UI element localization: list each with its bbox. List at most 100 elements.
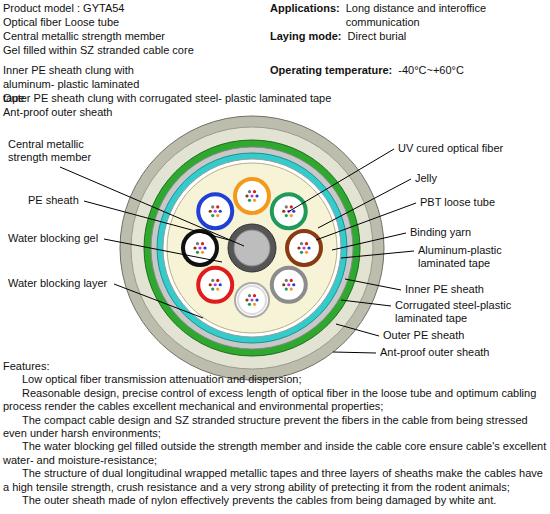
callout-label: Outer PE sheath bbox=[383, 329, 464, 342]
optical-fiber bbox=[282, 283, 285, 286]
spec-line: Product model : GYTA54 bbox=[3, 1, 124, 15]
optical-fiber bbox=[196, 251, 199, 254]
optical-fiber bbox=[219, 210, 222, 213]
optical-fiber bbox=[305, 242, 308, 245]
features-list: Features:Low optical fiber transmission … bbox=[3, 360, 547, 507]
callout-label: Corrugated steel-plastic laminated tape bbox=[395, 299, 525, 325]
optical-fiber bbox=[214, 210, 217, 213]
optical-fiber bbox=[305, 251, 308, 254]
leader-line bbox=[104, 239, 222, 262]
optical-fiber bbox=[302, 246, 305, 249]
callout-label: PBT loose tube bbox=[420, 196, 495, 209]
optical-fiber bbox=[248, 190, 251, 193]
optical-fiber bbox=[285, 279, 288, 282]
optical-fiber bbox=[216, 214, 219, 217]
pbt-loose-tube bbox=[235, 283, 269, 317]
spec-heading: Operating temperature: bbox=[270, 63, 392, 77]
optical-fiber bbox=[193, 246, 196, 249]
optical-fiber bbox=[290, 205, 293, 208]
leader-line bbox=[341, 251, 414, 258]
pbt-loose-tube bbox=[198, 194, 232, 228]
leader-line bbox=[332, 233, 406, 250]
optical-fiber bbox=[287, 283, 290, 286]
optical-fiber bbox=[250, 194, 253, 197]
spec-value: Direct burial bbox=[348, 29, 407, 43]
callout-label: Central metallic strength member bbox=[8, 138, 118, 164]
optical-fiber bbox=[201, 251, 204, 254]
optical-fiber bbox=[290, 214, 293, 217]
optical-fiber bbox=[216, 287, 219, 290]
optical-fiber bbox=[253, 294, 256, 297]
callout-label: Jelly bbox=[415, 172, 437, 185]
ant-proof-sheath bbox=[120, 116, 384, 380]
optical-fiber bbox=[285, 214, 288, 217]
optical-fiber bbox=[216, 279, 219, 282]
outer-pe-sheath bbox=[131, 127, 373, 369]
optical-fiber bbox=[211, 214, 214, 217]
optical-fiber bbox=[292, 283, 295, 286]
spec-line: Central metallic strength member bbox=[3, 29, 165, 43]
spec-value: Long distance and interoffice communicat… bbox=[346, 1, 526, 29]
optical-fiber bbox=[300, 251, 303, 254]
optical-fiber bbox=[216, 205, 219, 208]
strength-member bbox=[228, 224, 276, 272]
feature-item: Low optical fiber transmission attenuati… bbox=[3, 373, 547, 386]
optical-fiber bbox=[209, 283, 212, 286]
optical-fiber bbox=[285, 287, 288, 290]
callout-label: PE sheath bbox=[28, 194, 79, 207]
optical-fiber bbox=[203, 246, 206, 249]
leader-line bbox=[84, 201, 229, 240]
optical-fiber bbox=[248, 199, 251, 202]
callout-label: Ant-proof outer sheath bbox=[380, 346, 489, 359]
corrugated-steel-tape bbox=[144, 140, 360, 356]
optical-fiber bbox=[300, 242, 303, 245]
spec-line: Outer PE sheath clung with corrugated st… bbox=[3, 91, 331, 105]
aluminum-tape bbox=[157, 153, 347, 343]
feature-item: The outer sheath made of nylon effective… bbox=[3, 494, 547, 507]
optical-fiber bbox=[297, 246, 300, 249]
optical-fiber bbox=[211, 205, 214, 208]
water-blocking-layer bbox=[163, 159, 341, 337]
optical-fiber bbox=[248, 303, 251, 306]
optical-fiber bbox=[211, 287, 214, 290]
leader-line bbox=[333, 352, 376, 353]
optical-fiber bbox=[201, 242, 204, 245]
pbt-loose-tube-inner bbox=[238, 286, 266, 314]
spec-line: Optical fiber Loose tube bbox=[3, 15, 119, 29]
leader-lines bbox=[60, 149, 416, 353]
spec-line: Ant-proof outer sheath bbox=[3, 105, 112, 119]
leader-line bbox=[318, 179, 411, 228]
loose-tubes bbox=[183, 179, 321, 317]
optical-fiber bbox=[211, 279, 214, 282]
inner-pe-sheath bbox=[151, 147, 353, 349]
optical-fiber bbox=[209, 210, 212, 213]
callout-label: Water blocking layer bbox=[8, 277, 107, 290]
optical-fiber bbox=[196, 242, 199, 245]
optical-fiber bbox=[245, 194, 248, 197]
optical-fiber bbox=[253, 199, 256, 202]
cable-layers bbox=[120, 116, 384, 380]
optical-fiber bbox=[253, 190, 256, 193]
optical-fiber bbox=[198, 246, 201, 249]
optical-fiber bbox=[290, 279, 293, 282]
feature-item: The structure of dual longitudinal wrapp… bbox=[3, 467, 547, 494]
feature-item: The compact cable design and SZ stranded… bbox=[3, 414, 547, 441]
optical-fiber bbox=[219, 283, 222, 286]
optical-fiber bbox=[282, 210, 285, 213]
callout-label: Aluminum-plastic laminated tape bbox=[418, 244, 526, 270]
pbt-loose-tube bbox=[235, 179, 269, 213]
leader-line bbox=[336, 324, 379, 336]
jelly-core bbox=[167, 163, 337, 333]
optical-fiber bbox=[253, 303, 256, 306]
pbt-loose-tube bbox=[198, 268, 232, 302]
leader-line bbox=[341, 300, 391, 306]
central-member bbox=[234, 230, 270, 266]
optical-fiber bbox=[285, 205, 288, 208]
callout-label: Water blocking gel bbox=[8, 232, 98, 245]
optical-fiber bbox=[255, 194, 258, 197]
spec-value: -40°C~+60°C bbox=[398, 63, 464, 77]
leader-line bbox=[345, 279, 401, 290]
optical-fiber bbox=[250, 298, 253, 301]
optical-fiber bbox=[292, 210, 295, 213]
pbt-loose-tube bbox=[287, 231, 321, 265]
